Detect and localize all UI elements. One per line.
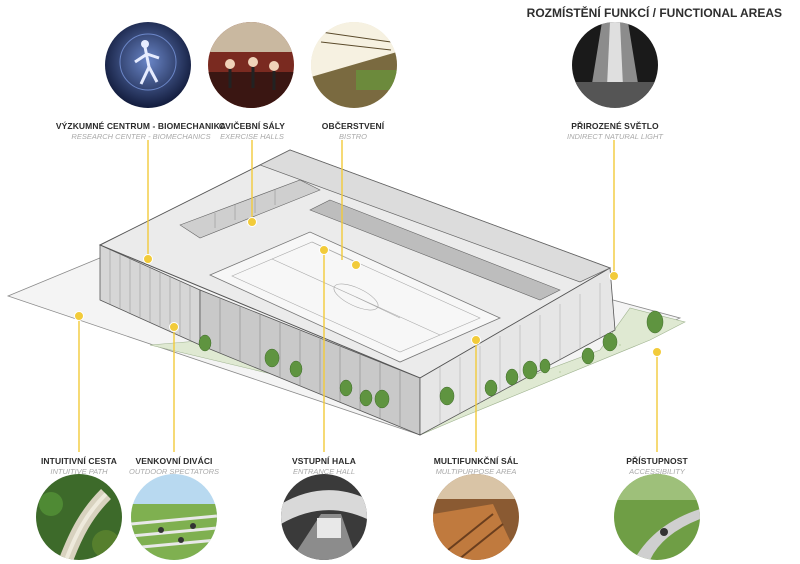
label-cz: PŘÍSTUPNOST [626,456,688,466]
label-cz: PŘIROZENÉ SVĚTLO [571,121,659,131]
spectators-photo [131,474,217,560]
label-accessibility: PŘÍSTUPNOST ACCESSIBILITY [562,456,752,476]
gym-photo [208,22,294,108]
label-en: MULTIPURPOSE AREA [435,467,517,476]
trees [198,310,664,409]
point-entrance [319,245,329,255]
label-cz: VENKOVNÍ DIVÁCI [135,456,213,466]
east-facade-ribs [439,283,601,424]
label-en: EXERCISE HALLS [220,132,284,141]
north-wing-gallery [309,199,561,301]
label-en: BISTRO [339,132,367,141]
label-en: INDIRECT NATURAL LIGHT [567,132,663,141]
leader-lines [78,140,658,452]
light-photo [572,22,658,108]
label-cz: VSTUPNÍ HALA [291,456,356,466]
point-spectators [169,322,179,332]
label-exercise-halls: CVIČEBNÍ SÁLY EXERCISE HALLS [157,121,347,141]
entrance-photo [281,474,367,560]
point-path [74,311,84,321]
west-facade-ribs [109,250,191,340]
south-facade-ribs [219,298,401,427]
label-bistro: OBČERSTVENÍ BISTRO [258,121,448,141]
diagram-title: ROZMÍSTĚNÍ FUNKCÍ / FUNCTIONAL AREAS [526,6,782,20]
label-cz: VÝZKUMNÉ CENTRUM - BIOMECHANIKA [55,121,227,131]
point-light [609,271,619,281]
path-photo [36,474,122,560]
label-en: INTUITIVE PATH [50,467,108,476]
point-multipurpose [471,335,481,345]
label-cz: CVIČEBNÍ SÁLY [218,121,286,131]
point-bistro [351,260,361,270]
label-entrance-hall: VSTUPNÍ HALA ENTRANCE HALL [229,456,419,476]
label-cz: MULTIFUNKČNÍ SÁL [433,456,519,466]
bistro-photo [311,22,397,108]
label-multipurpose-area: MULTIFUNKČNÍ SÁL MULTIPURPOSE AREA [381,456,571,476]
court-markings [231,241,481,353]
biomechanics-photo [105,22,191,108]
point-accessibility [652,347,662,357]
point-exercise [247,217,257,227]
label-en: OUTDOOR SPECTATORS [128,467,219,476]
label-cz: OBČERSTVENÍ [321,121,385,131]
multipurpose-photo [433,474,519,560]
label-en: ENTRANCE HALL [292,467,356,476]
label-natural-light: PŘIROZENÉ SVĚTLO INDIRECT NATURAL LIGHT [520,121,710,141]
north-wing-roof [259,149,611,283]
label-en: ACCESSIBILITY [629,467,685,476]
west-room-windows [214,190,276,228]
label-cz: INTUITIVNÍ CESTA [40,456,118,466]
label-intuitive-path: INTUITIVNÍ CESTA INTUITIVE PATH [0,456,174,476]
label-research-center: VÝZKUMNÉ CENTRUM - BIOMECHANIKA RESEARCH… [46,121,236,141]
point-research [143,254,153,264]
label-outdoor-spectators: VENKOVNÍ DIVÁCI OUTDOOR SPECTATORS [79,456,269,476]
label-en: RESEARCH CENTER - BIOMECHANICS [71,132,211,141]
leader-points [74,217,662,357]
east-facade [419,267,616,436]
accessibility-photo [614,474,700,560]
